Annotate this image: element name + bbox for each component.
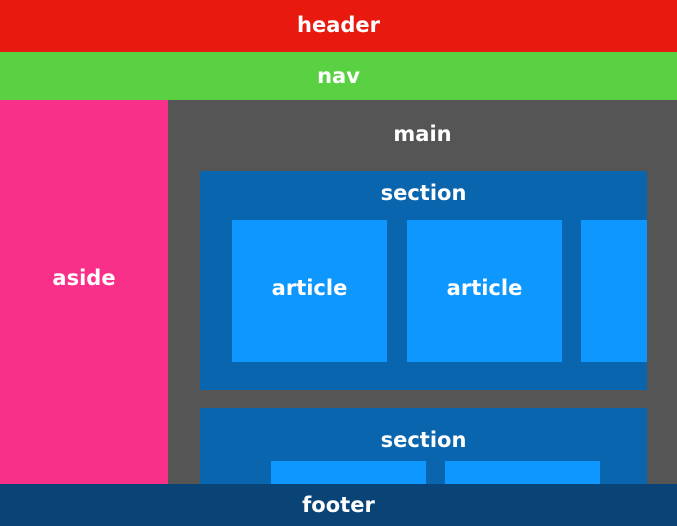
article-label: article bbox=[446, 276, 523, 300]
header-block: header bbox=[0, 0, 677, 52]
header-label: header bbox=[297, 13, 380, 37]
section-block: section article article bbox=[200, 171, 647, 390]
nav-block: nav bbox=[0, 52, 677, 100]
footer-label: footer bbox=[302, 493, 375, 517]
article-block-partial bbox=[581, 220, 647, 362]
article-block: article bbox=[407, 220, 562, 362]
article-block-partial bbox=[271, 461, 426, 484]
nav-label: nav bbox=[317, 64, 360, 88]
section-block: section bbox=[200, 408, 647, 484]
aside-label: aside bbox=[52, 266, 116, 290]
section-label: section bbox=[380, 181, 467, 205]
article-block-partial bbox=[445, 461, 600, 484]
footer-block: footer bbox=[0, 484, 677, 526]
section-label: section bbox=[380, 428, 467, 452]
article-block: article bbox=[232, 220, 387, 362]
main-block: main section article article section bbox=[168, 100, 677, 484]
article-label: article bbox=[271, 276, 348, 300]
main-label: main bbox=[393, 122, 452, 146]
aside-block: aside bbox=[0, 100, 168, 484]
